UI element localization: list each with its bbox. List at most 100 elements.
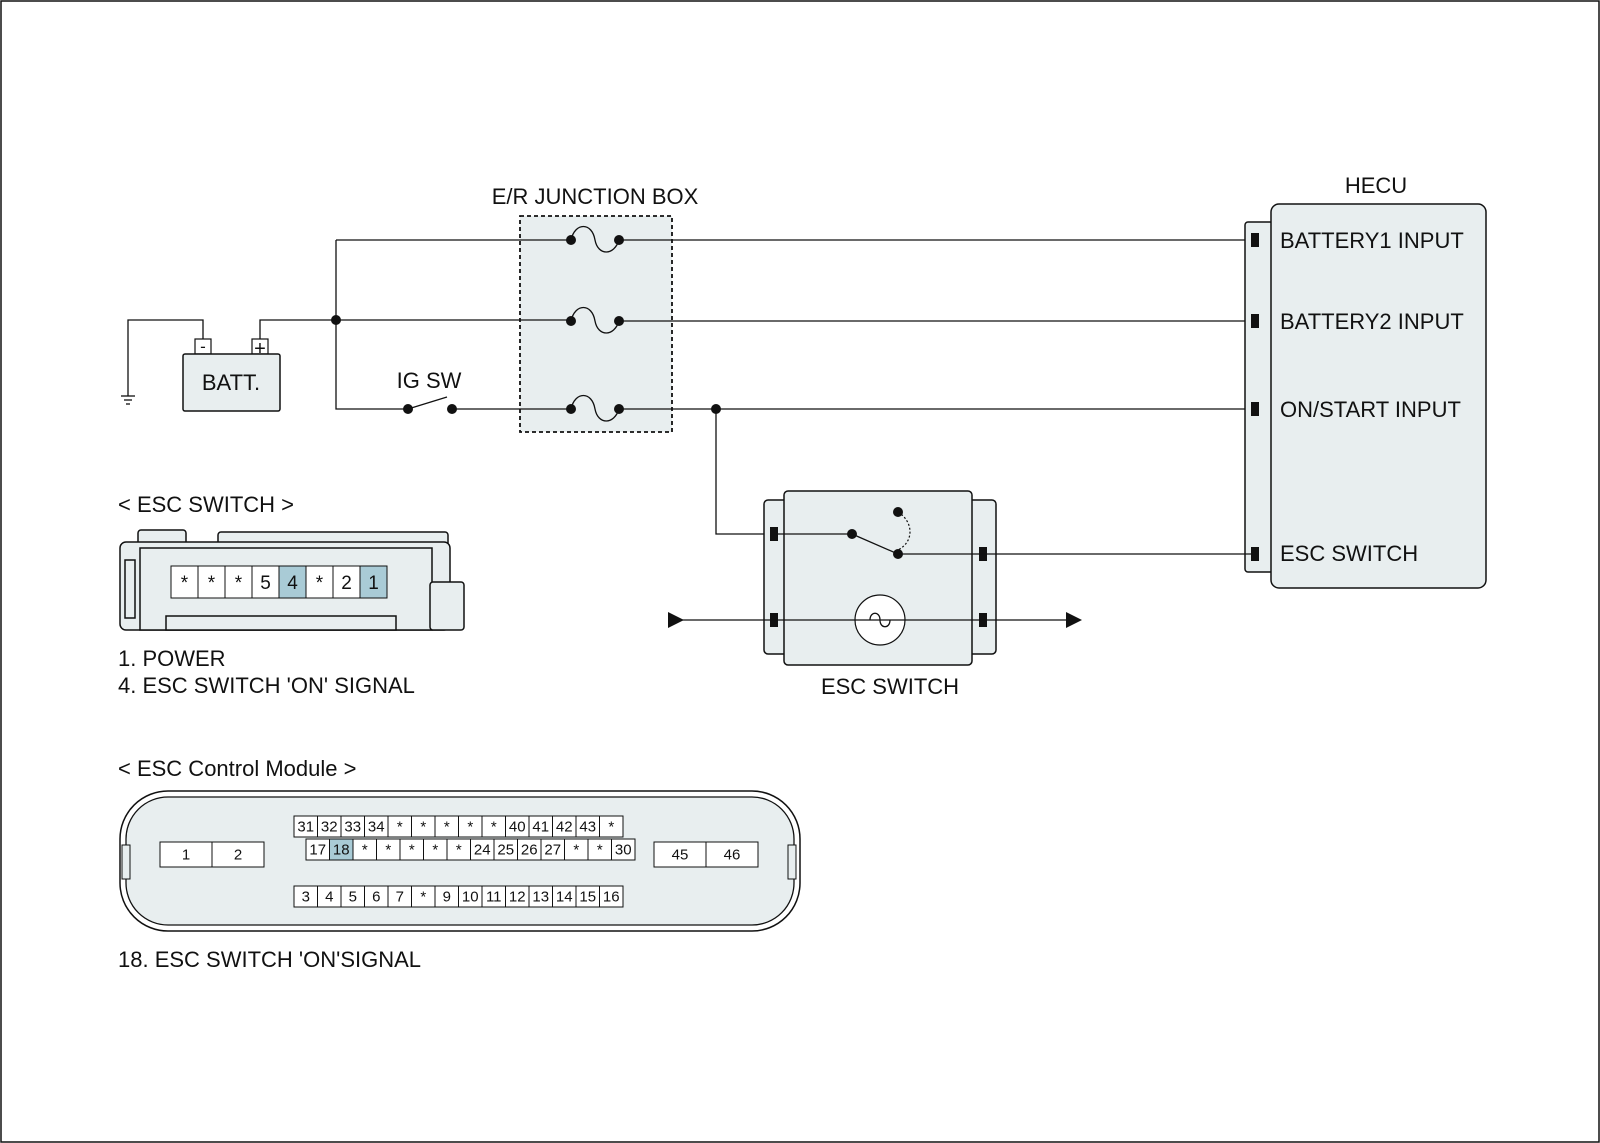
connector-pin-label: * [467, 819, 473, 836]
hecu-pin-battery1 [1251, 233, 1259, 247]
arrow-out-icon [1066, 612, 1082, 628]
connector-pin-label: 10 [462, 889, 479, 906]
connector-pin-label: * [181, 573, 189, 594]
connector-pin-label: * [420, 819, 426, 836]
connector-pin-label: 33 [344, 819, 361, 836]
connector-pin: 25 [493, 838, 518, 861]
esc-module-legend-1: 18. ESC SWITCH 'ON'SIGNAL [118, 947, 421, 972]
connector-pin: 9 [434, 885, 459, 908]
battery: - + BATT. [182, 337, 281, 412]
connector-pin-label: 24 [474, 842, 491, 859]
connector-pin: 3 [293, 885, 318, 908]
connector-pin: 17 [305, 838, 330, 861]
connector-pin: * [305, 565, 334, 599]
connector-pin: * [376, 838, 401, 861]
connector-pin-label: 16 [603, 889, 620, 906]
connector-pin-label: 31 [297, 819, 314, 836]
connector-pin-label: 41 [532, 819, 549, 836]
connector-pin: 13 [528, 885, 553, 908]
connector-pin: 34 [364, 815, 389, 838]
connector-pin: * [170, 565, 199, 599]
connector-pin-label: * [316, 573, 324, 594]
connector-pin: 6 [364, 885, 389, 908]
connector-pin: * [411, 815, 436, 838]
esc-switch-connector-title: < ESC SWITCH > [118, 492, 294, 517]
hecu-pin-on-start [1251, 402, 1259, 416]
connector-pin: * [352, 838, 377, 861]
connector-pin-label: 15 [579, 889, 596, 906]
connector-pin: * [481, 815, 506, 838]
connector-pin: 11 [481, 885, 506, 908]
junction-box-title: E/R JUNCTION BOX [492, 184, 699, 209]
connector-pin: 27 [540, 838, 565, 861]
connector-pin-label: * [362, 842, 368, 859]
connector-pin-cell [305, 565, 334, 599]
connector-pin-cell [599, 815, 624, 838]
connector-pin: 2 [211, 841, 265, 868]
connector-pin-label: 5 [260, 573, 271, 594]
connector-pin: 4 [317, 885, 342, 908]
connector-pin-label: 11 [486, 889, 502, 906]
hecu-input-battery2: BATTERY2 INPUT [1280, 309, 1464, 334]
connector-pin-cell [332, 565, 361, 599]
connector-pin-label: 9 [443, 889, 451, 906]
ig-sw-label: IG SW [397, 368, 462, 393]
connector-pin-label: 32 [321, 819, 338, 836]
connector-pin: * [224, 565, 253, 599]
connector-pin-label: * [235, 573, 243, 594]
connector-pin-cell [359, 565, 388, 599]
ground-icon [121, 319, 204, 405]
connector-pin-label: * [573, 842, 579, 859]
connector-pin: * [446, 838, 471, 861]
battery-minus-label: - [200, 337, 206, 356]
connector-pin-label: 34 [368, 819, 385, 836]
connector-pin-label: 42 [556, 819, 573, 836]
esc-switch-legend-1: 1. POWER [118, 646, 226, 671]
connector-pin: 18 [329, 838, 354, 861]
connector-pin: 41 [528, 815, 553, 838]
connector-pin-cell [224, 565, 253, 599]
connector-pin: 5 [251, 565, 280, 599]
connector-pin: 16 [599, 885, 624, 908]
junction-box [519, 215, 673, 433]
connector-pin-label: 7 [396, 889, 404, 906]
connector-pin-label: 5 [349, 889, 357, 906]
esc-module-connector-title: < ESC Control Module > [118, 756, 356, 781]
connector-pin: * [458, 815, 483, 838]
connector-pin: 45 [653, 841, 707, 868]
connector-pin-cell [197, 565, 226, 599]
connector-pin: 4 [278, 565, 307, 599]
connector-pin: * [434, 815, 459, 838]
battery-plus-label: + [254, 338, 266, 360]
hecu-pin-esc-switch [1251, 547, 1259, 561]
connector-pin-label: 14 [556, 889, 573, 906]
connector-pin-label: 26 [521, 842, 538, 859]
connector-pin-label: * [420, 889, 426, 906]
connector-pin-label: * [409, 842, 415, 859]
hecu-input-battery1: BATTERY1 INPUT [1280, 228, 1464, 253]
hecu-pin-battery2 [1251, 314, 1259, 328]
connector-pin: 12 [505, 885, 530, 908]
connector-pin: 30 [611, 838, 636, 861]
wire-battery-positive [259, 319, 336, 339]
connector-pin: * [387, 815, 412, 838]
connector-pin-cell [170, 565, 199, 599]
connector-pin-label: * [491, 819, 497, 836]
connector-pin: 1 [159, 841, 213, 868]
connector-pin-label: 46 [724, 847, 741, 864]
connector-pin: 40 [505, 815, 530, 838]
connector-pin-label: 2 [341, 573, 352, 594]
connector-pin: 1 [359, 565, 388, 599]
connector-pin-label: 30 [615, 842, 632, 859]
connector-pin: 10 [458, 885, 483, 908]
connector-pin-label: * [432, 842, 438, 859]
connector-pin-label: 45 [672, 847, 689, 864]
esc-switch-pin-in [770, 527, 778, 541]
connector-pin-label: 1 [368, 573, 379, 594]
connector-pin: 43 [575, 815, 600, 838]
hecu-title: HECU [1345, 173, 1407, 198]
connector-pin: * [423, 838, 448, 861]
